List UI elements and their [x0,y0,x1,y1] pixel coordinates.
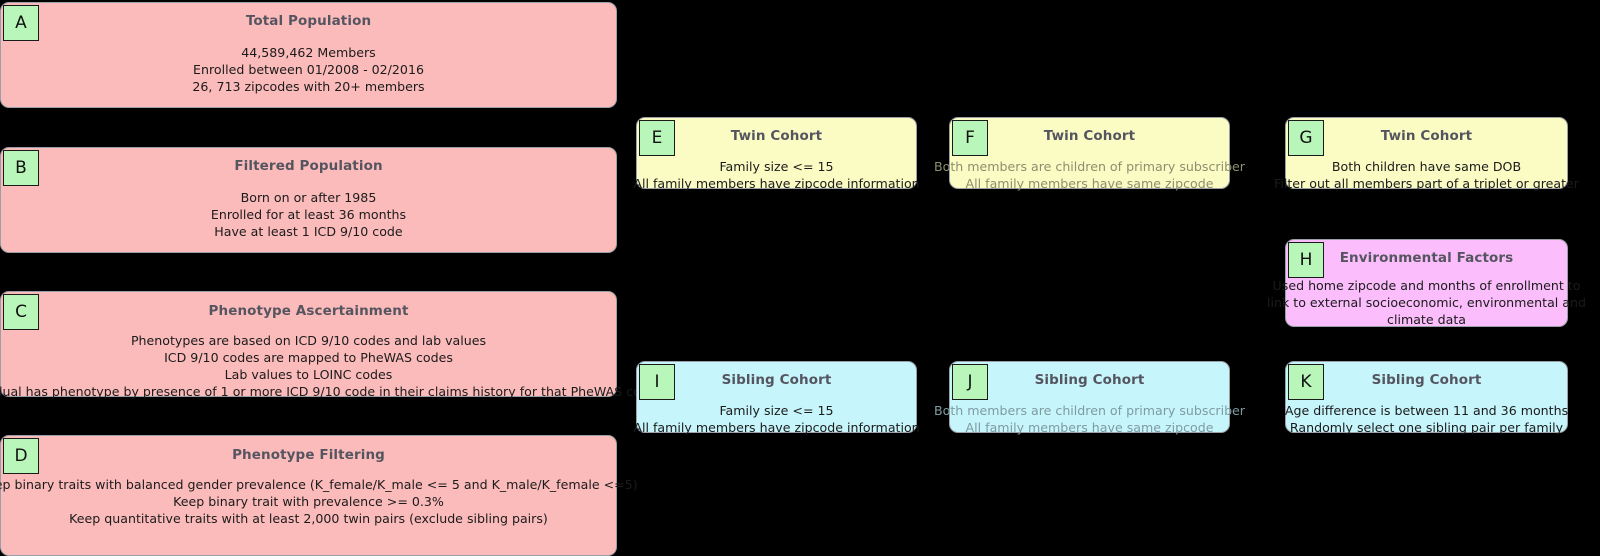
node-lines-h: Used home zipcode and months of enrollme… [1267,277,1586,328]
node-line: Randomly select one sibling pair per fam… [1289,420,1564,435]
node-line: Enrolled between 01/2008 - 02/2016 [193,62,424,77]
node-badge-d: D [3,438,39,474]
node-badge-a: A [3,5,39,41]
node-badge-b: B [3,150,39,186]
node-line: 26, 713 zipcodes with 20+ members [192,79,425,94]
node-twin-cohort-f[interactable]: F Twin Cohort Both members are children … [934,117,1245,191]
node-title-k: Sibling Cohort [1371,372,1482,388]
node-badge-i: I [639,364,675,400]
node-body-f: Twin Cohort Both members are children of… [934,118,1245,191]
node-title-f: Twin Cohort [1043,128,1136,144]
node-badge-h: H [1288,242,1324,278]
node-body-h: Environmental Factors Used home zipcode … [1267,240,1586,327]
node-line: Keep quantitative traits with at least 2… [69,511,548,526]
node-lines-b: Born on or after 1985 Enrolled for at le… [211,189,406,240]
node-line: All family members have zipcode informat… [633,420,920,435]
node-line: Both members are children of primary sub… [934,403,1245,418]
node-line: link to external socioeconomic, environm… [1266,295,1587,310]
node-title-c: Phenotype Ascertainment [208,303,409,319]
node-sibling-cohort-j[interactable]: J Sibling Cohort Both members are childr… [934,361,1245,435]
node-line: Both members are children of primary sub… [934,159,1245,174]
node-phenotype-ascertainment[interactable]: C Phenotype Ascertainment Phenotypes are… [0,291,657,399]
node-title-j: Sibling Cohort [1034,372,1145,388]
node-title-h: Environmental Factors [1339,250,1514,266]
node-line: All family members have zipcode informat… [633,176,920,191]
node-sibling-cohort-k[interactable]: K Sibling Cohort Age difference is betwe… [1285,361,1568,435]
node-line: Born on or after 1985 [240,190,377,205]
node-line: All family members have same zipcode [965,176,1214,191]
node-body-a: Total Population 44,589,462 Members Enro… [1,3,616,107]
node-line: Filter out all members part of a triplet… [1274,176,1579,191]
node-lines-j: Both members are children of primary sub… [934,402,1245,436]
node-badge-f: F [952,120,988,156]
node-line: All family members have same zipcode [965,420,1214,435]
node-body-g: Twin Cohort Both children have same DOB … [1274,118,1579,191]
node-body-i: Sibling Cohort Family size <= 15 All fam… [633,362,919,435]
node-line: Age difference is between 11 and 36 mont… [1284,403,1569,418]
node-phenotype-filtering[interactable]: D Phenotype Filtering Keep binary traits… [0,435,638,556]
node-badge-j: J [952,364,988,400]
node-twin-cohort-e[interactable]: E Twin Cohort Family size <= 15 All fami… [633,117,920,191]
node-sibling-cohort-i[interactable]: I Sibling Cohort Family size <= 15 All f… [633,361,920,435]
node-badge-k: K [1288,364,1324,400]
node-body-k: Sibling Cohort Age difference is between… [1285,362,1568,435]
node-lines-c: Phenotypes are based on ICD 9/10 codes a… [0,332,657,400]
node-title-g: Twin Cohort [1380,128,1473,144]
node-line: Phenotypes are based on ICD 9/10 codes a… [130,333,487,348]
node-line: Family size <= 15 [719,403,834,418]
node-body-j: Sibling Cohort Both members are children… [934,362,1245,435]
node-badge-e: E [639,120,675,156]
node-title-a: Total Population [245,13,372,29]
node-filtered-population[interactable]: B Filtered Population Born on or after 1… [0,147,617,253]
node-line: Lab values to LOINC codes [224,367,393,382]
node-body-b: Filtered Population Born on or after 198… [1,148,616,252]
node-lines-i: Family size <= 15 All family members hav… [633,402,919,436]
node-line: Enrolled for at least 36 months [210,207,407,222]
node-line: Used home zipcode and months of enrollme… [1272,278,1581,293]
node-title-i: Sibling Cohort [721,372,832,388]
node-line: Individual has phenotype by presence of … [0,384,657,399]
node-line: climate data [1387,312,1466,327]
node-badge-c: C [3,294,39,330]
node-body-d: Phenotype Filtering Keep binary traits w… [0,436,638,555]
node-line: Family size <= 15 [719,159,834,174]
node-title-b: Filtered Population [234,158,383,174]
node-lines-k: Age difference is between 11 and 36 mont… [1285,402,1568,436]
node-line: 44,589,462 Members [241,45,376,60]
node-lines-f: Both members are children of primary sub… [934,158,1245,192]
node-lines-g: Both children have same DOB Filter out a… [1274,158,1579,192]
node-body-e: Twin Cohort Family size <= 15 All family… [633,118,919,191]
node-environmental-factors[interactable]: H Environmental Factors Used home zipcod… [1267,239,1586,327]
node-twin-cohort-g[interactable]: G Twin Cohort Both children have same DO… [1274,117,1579,191]
node-line: Both children have same DOB [1331,159,1522,174]
node-total-population[interactable]: A Total Population 44,589,462 Members En… [0,2,617,108]
node-lines-d: Keep binary traits with balanced gender … [0,476,638,527]
node-line: Have at least 1 ICD 9/10 code [214,224,403,239]
node-title-e: Twin Cohort [730,128,823,144]
node-lines-e: Family size <= 15 All family members hav… [633,158,919,192]
node-line: ICD 9/10 codes are mapped to PheWAS code… [164,350,453,365]
node-line: Keep binary traits with balanced gender … [0,477,638,492]
node-badge-g: G [1288,120,1324,156]
node-body-c: Phenotype Ascertainment Phenotypes are b… [0,292,657,399]
node-line: Keep binary trait with prevalence >= 0.3… [173,494,444,509]
node-title-d: Phenotype Filtering [232,447,385,463]
node-lines-a: 44,589,462 Members Enrolled between 01/2… [192,44,424,95]
